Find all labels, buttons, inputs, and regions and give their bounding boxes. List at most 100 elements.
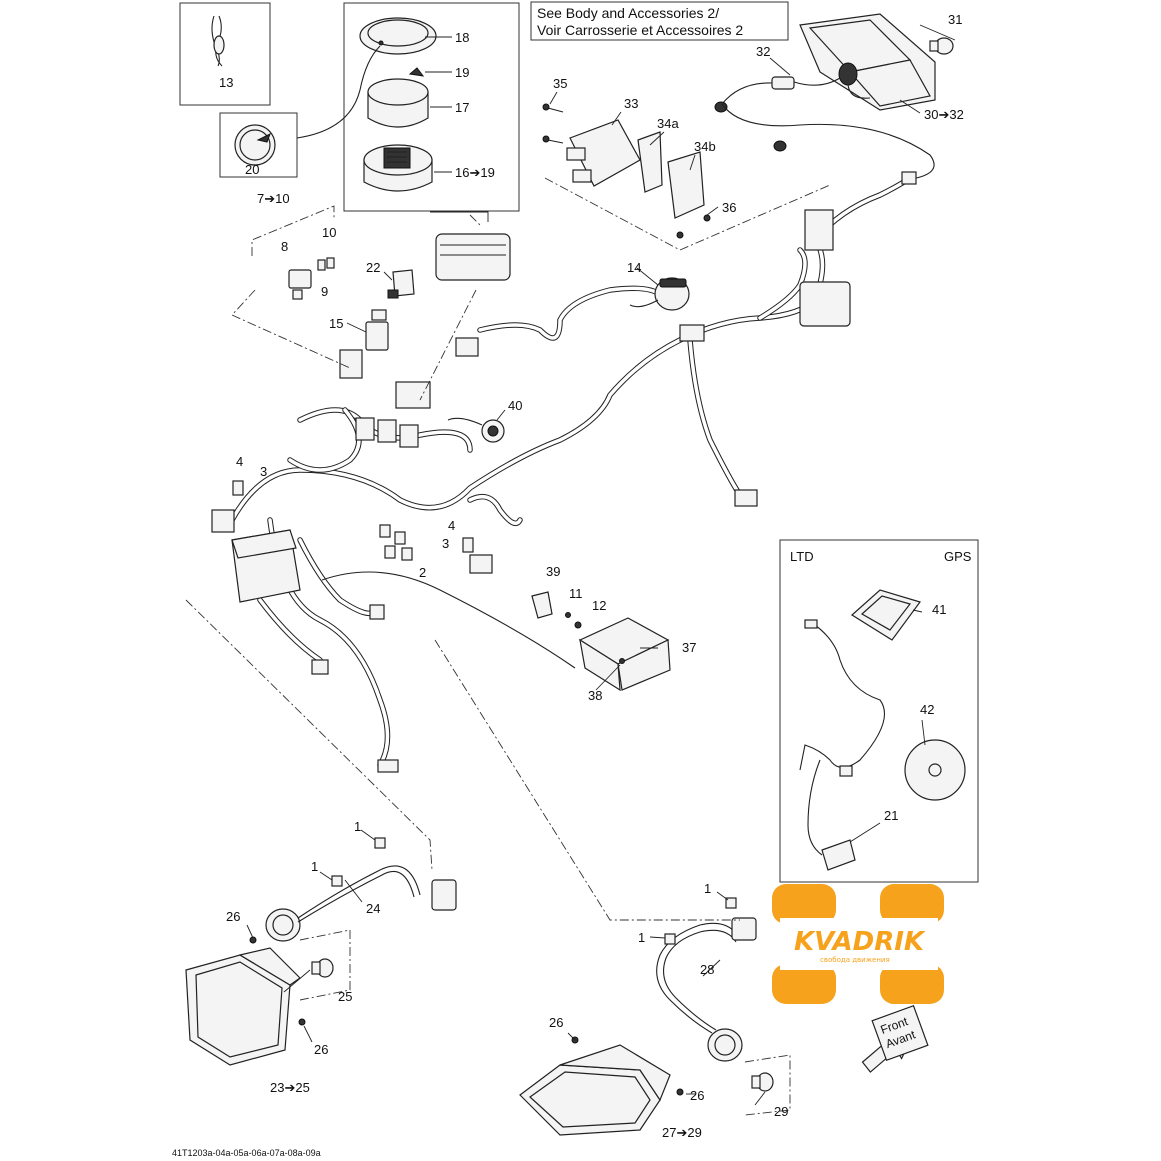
- callout-40: 40: [508, 398, 522, 413]
- callout-29: 29: [774, 1104, 788, 1119]
- callout-11: 11: [569, 586, 583, 601]
- callout-26-c: 26: [549, 1015, 563, 1030]
- cluster-wire-loop: [721, 103, 935, 181]
- callout-30-32: 30➔32: [924, 107, 964, 122]
- callout-1-c: 1: [704, 881, 711, 896]
- callout-16-19: 16➔19: [455, 165, 495, 180]
- dash-module-group: [544, 177, 831, 251]
- callout-36: 36: [722, 200, 736, 215]
- dash-gauge-to-harness: [419, 214, 481, 401]
- callout-13: 13: [219, 75, 233, 90]
- gps-module-part-21: [807, 759, 856, 871]
- note-line-2: Voir Carrosserie et Accessoires 2: [537, 22, 743, 38]
- callout-24: 24: [366, 901, 380, 916]
- relay-part-15: [365, 309, 389, 351]
- cluster-lead-wire: [721, 82, 773, 105]
- callout-19: 19: [455, 65, 469, 80]
- gauge-ring-part-18: [359, 17, 437, 55]
- callout-3-right: 3: [442, 536, 449, 551]
- cable-tie-part-13: [211, 15, 225, 67]
- inset-label-ltd: LTD: [790, 549, 814, 564]
- screw-part-26d: [676, 1088, 684, 1096]
- lead-box-to-gauge: [430, 211, 489, 222]
- callout-4-right: 4: [448, 518, 455, 533]
- fuse-box: [211, 509, 301, 603]
- callout-41: 41: [932, 602, 946, 617]
- headlight-left-part-23: [185, 947, 301, 1066]
- callout-21: 21: [884, 808, 898, 823]
- callout-22: 22: [366, 260, 380, 275]
- box-gps-inset: [779, 539, 979, 883]
- callout-23-25: 23➔25: [270, 1080, 310, 1095]
- washer-part-12: [574, 621, 582, 629]
- dash-group-7-10: [231, 205, 351, 369]
- callout-25: 25: [338, 989, 352, 1004]
- front-arrow: Front Avant: [861, 1004, 929, 1073]
- inset-label-gps: GPS: [944, 549, 972, 564]
- callout-38: 38: [588, 688, 602, 703]
- bulb-part-31: [929, 37, 954, 55]
- callout-1-b: 1: [311, 859, 318, 874]
- callout-27-29: 27➔29: [662, 1125, 702, 1140]
- gps-connector: [804, 619, 818, 629]
- callout-26-d: 26: [690, 1088, 704, 1103]
- grommets: [714, 101, 787, 152]
- gauge-face-part-20: [234, 124, 276, 166]
- box-part-20: [219, 112, 298, 178]
- callout-32: 32: [756, 44, 770, 59]
- main-wiring-harness: [229, 175, 913, 768]
- callout-26-b: 26: [314, 1042, 328, 1057]
- dash-right-headlight: [434, 639, 791, 1116]
- wire-to-bracket: [321, 571, 576, 669]
- kvadrik-logo: KVADRIK свобода движения: [772, 884, 944, 1004]
- connector-part-24: [431, 879, 457, 911]
- callout-26-a: 26: [226, 909, 240, 924]
- box-cable-tie: [179, 2, 271, 106]
- logo-name: KVADRIK: [794, 927, 926, 957]
- nut-part-38: [619, 658, 625, 664]
- module-part-33: [566, 119, 641, 187]
- bulb-part-29: [751, 1072, 774, 1092]
- callout-7-10: 7➔10: [257, 191, 290, 206]
- nut-part-19: [408, 67, 425, 77]
- callout-34a: 34a: [657, 116, 679, 131]
- bracket-part-34a: [637, 131, 663, 193]
- drawing-reference: 41T1203a-04a-05a-06a-07a-08a-09a: [172, 1148, 321, 1158]
- leader-lines: [246, 24, 956, 1106]
- callout-12: 12: [592, 598, 606, 613]
- harness-connectors: [311, 171, 917, 773]
- bracket-part-37: [578, 617, 671, 692]
- callout-4-left: 4: [236, 454, 243, 469]
- bracket-part-34b: [667, 151, 705, 219]
- callout-1-a: 1: [354, 819, 361, 834]
- connector-part-39: [531, 591, 553, 619]
- callout-14: 14: [627, 260, 641, 275]
- clip-part-1c: [725, 897, 737, 909]
- bracket-part-3a: [232, 480, 244, 496]
- headlight-right-part-27: [519, 1044, 671, 1136]
- fuses-part-10: [317, 257, 335, 271]
- screw-part-26b: [298, 1018, 306, 1026]
- callout-15: 15: [329, 316, 343, 331]
- callout-33: 33: [624, 96, 638, 111]
- bolts-35-36: [542, 103, 711, 239]
- clips-part-2: [379, 524, 413, 561]
- callout-31: 31: [948, 12, 962, 27]
- fuse-part-9: [292, 289, 303, 300]
- instrument-cluster-part-30: [799, 13, 936, 111]
- callout-10: 10: [322, 225, 336, 240]
- callout-34b: 34b: [694, 139, 716, 154]
- socket-part-40: [447, 417, 505, 443]
- nut-part-11: [565, 612, 571, 618]
- callout-42: 42: [920, 702, 934, 717]
- note-line-1: See Body and Accessories 2/: [537, 5, 719, 21]
- callout-9: 9: [321, 284, 328, 299]
- switch-part-14: [629, 277, 690, 311]
- dash-left-headlight: [185, 599, 433, 1001]
- connector-part-28: [731, 917, 757, 941]
- clip-part-1a: [374, 837, 386, 849]
- gps-disc-part-42: [904, 739, 966, 801]
- clip-part-1b: [331, 875, 343, 887]
- boot-part-24: [265, 865, 421, 942]
- callout-3-left: 3: [260, 464, 267, 479]
